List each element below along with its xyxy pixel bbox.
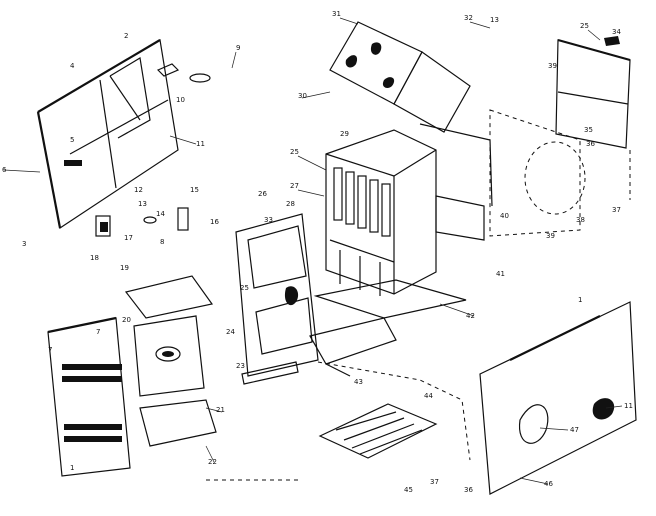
part-label-17: 17 xyxy=(124,234,133,242)
part-label-32: 32 xyxy=(464,14,473,22)
part-label-30: 30 xyxy=(298,92,307,100)
cabinet-outline xyxy=(206,361,471,481)
part-label-25-center: 25 xyxy=(290,148,299,156)
part-label-24: 24 xyxy=(226,328,235,336)
part-label-13-upper: 13 xyxy=(138,200,147,208)
part-label-33: 33 xyxy=(264,216,273,224)
part-label-29: 29 xyxy=(340,130,349,138)
part-label-21: 21 xyxy=(216,406,225,414)
part-label-14: 14 xyxy=(156,210,165,218)
small-parts-group xyxy=(95,51,237,237)
part-label-41: 41 xyxy=(496,270,505,278)
part-label-5: 5 xyxy=(70,136,74,144)
part-label-46: 46 xyxy=(544,480,553,488)
part-label-7-left: 7 xyxy=(48,346,52,354)
part-label-36-upper: 36 xyxy=(586,140,595,148)
part-label-3: 3 xyxy=(22,240,26,248)
part-label-8: 8 xyxy=(160,238,164,246)
part-label-38: 38 xyxy=(576,216,585,224)
burner-assembly xyxy=(124,275,299,447)
part-label-25-top: 25 xyxy=(580,22,589,30)
part-label-31: 31 xyxy=(332,10,341,18)
part-label-19: 19 xyxy=(120,264,129,272)
part-label-16: 16 xyxy=(210,218,219,226)
top-hood-panel xyxy=(329,21,471,133)
part-label-22: 22 xyxy=(208,458,217,466)
part-label-23: 23 xyxy=(236,362,245,370)
front-access-door xyxy=(47,316,131,477)
part-label-11-right: 11 xyxy=(624,402,633,410)
part-label-2: 2 xyxy=(124,32,128,40)
part-label-47: 47 xyxy=(570,426,579,434)
blower-housing xyxy=(419,109,586,241)
part-label-15: 15 xyxy=(190,186,199,194)
part-label-43: 43 xyxy=(354,378,363,386)
part-label-1-right: 1 xyxy=(578,296,582,304)
part-label-9: 9 xyxy=(236,44,240,52)
part-label-45: 45 xyxy=(404,486,413,494)
part-label-42: 42 xyxy=(466,312,475,320)
part-label-11-upper: 11 xyxy=(196,140,205,148)
part-label-40: 40 xyxy=(500,212,509,220)
part-label-27: 27 xyxy=(290,182,299,190)
center-front-panel xyxy=(235,213,319,377)
part-label-1-left: 1 xyxy=(70,464,74,472)
part-label-37-right: 37 xyxy=(612,206,621,214)
part-label-35: 35 xyxy=(584,126,593,134)
part-label-37-bottom: 37 xyxy=(430,478,439,486)
part-label-12: 12 xyxy=(134,186,143,194)
part-label-44: 44 xyxy=(424,392,433,400)
leader-lines xyxy=(169,17,623,485)
part-label-4: 4 xyxy=(70,62,75,70)
part-label-26: 26 xyxy=(258,190,267,198)
part-label-34: 34 xyxy=(612,28,621,36)
part-label-18: 18 xyxy=(90,254,99,262)
heat-exchanger xyxy=(325,129,437,296)
part-label-20: 20 xyxy=(122,316,131,324)
burner-rack xyxy=(318,403,438,459)
part-label-28: 28 xyxy=(286,200,295,208)
base-pan xyxy=(309,279,467,377)
right-side-panel-lower xyxy=(479,301,637,495)
part-label-10: 10 xyxy=(176,96,185,104)
right-side-panel-upper xyxy=(555,36,631,200)
left-door-panel xyxy=(3,39,179,229)
part-label-7-right: 7 xyxy=(96,328,100,336)
part-label-36-bottom: 36 xyxy=(464,486,473,494)
part-label-39-lower: 39 xyxy=(546,232,555,240)
part-label-13-top: 13 xyxy=(490,16,499,24)
part-label-25-lower: 25 xyxy=(240,284,249,292)
part-label-6: 6 xyxy=(2,166,7,174)
part-label-39: 39 xyxy=(548,62,557,70)
part-labels: 2 4 5 6 3 9 10 11 12 13 14 15 16 17 18 8… xyxy=(2,10,633,494)
